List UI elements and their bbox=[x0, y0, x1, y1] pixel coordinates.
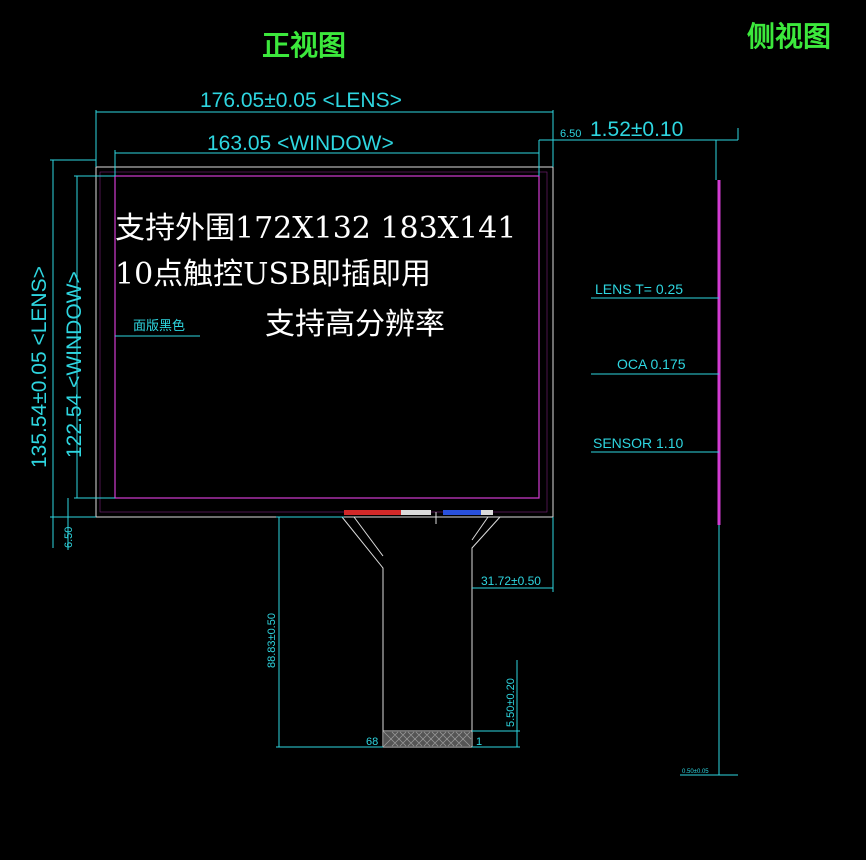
feature-line-3: 支持高分辨率 bbox=[265, 307, 445, 342]
thickness-label: 1.52±0.10 bbox=[590, 118, 683, 141]
lens-width-label: 176.05±0.05 <LENS> bbox=[200, 89, 402, 112]
fpc-gold-fingers bbox=[383, 731, 472, 747]
finger-length-dimension bbox=[472, 660, 520, 748]
fpc-length-label: 88.83±0.50 bbox=[266, 613, 278, 668]
window-height-dimension bbox=[74, 175, 115, 499]
pin-left-label: 68 bbox=[366, 736, 378, 748]
window-outline-inner bbox=[99, 171, 548, 513]
pin-right-label: 1 bbox=[476, 736, 482, 748]
side-small-label: 0.50±0.05 bbox=[682, 769, 709, 775]
window-outline bbox=[114, 175, 540, 499]
window-width-label: 163.05 <WINDOW> bbox=[207, 132, 394, 155]
lens-width-dimension bbox=[95, 110, 554, 167]
side-view-stack bbox=[680, 128, 739, 776]
panel-color-label: 面版黑色 bbox=[133, 318, 185, 333]
feature-line-2: 10点触控USB即插即用 bbox=[115, 257, 431, 292]
window-height-label: 122.54 <WINDOW> bbox=[63, 271, 86, 458]
layer-lens-label: LENS T= 0.25 bbox=[595, 281, 683, 297]
bottom-offset-label: 6.50 bbox=[63, 527, 75, 548]
lens-height-dimension bbox=[50, 159, 96, 548]
front-view-title: 正视图 bbox=[262, 29, 346, 62]
feature-line-1: 支持外围172X132 183X141 bbox=[115, 211, 516, 246]
fpc-length-dimension bbox=[276, 516, 383, 748]
connector-strip bbox=[344, 510, 500, 518]
tail-width-label: 31.72±0.50 bbox=[481, 574, 541, 588]
layer-sensor-label: SENSOR 1.10 bbox=[593, 435, 683, 451]
side-view-title: 侧视图 bbox=[747, 20, 831, 53]
layer-oca-label: OCA 0.175 bbox=[617, 356, 686, 372]
tail-width-dimension bbox=[472, 517, 554, 592]
window-width-dimension bbox=[114, 140, 540, 176]
side-offset-label: 6.50 bbox=[560, 128, 581, 140]
lens-height-label: 135.54±0.05 <LENS> bbox=[28, 266, 51, 468]
fpc-tail bbox=[341, 512, 501, 748]
finger-length-label: 5.50±0.20 bbox=[505, 678, 517, 727]
